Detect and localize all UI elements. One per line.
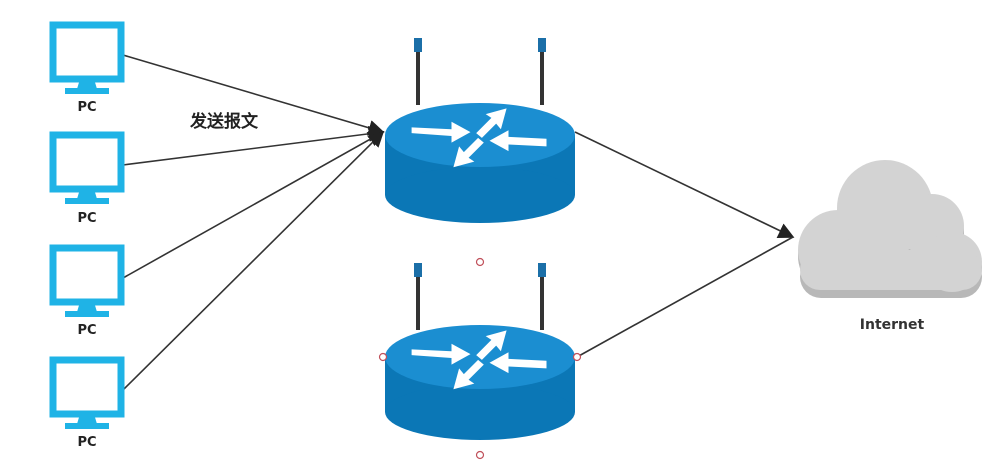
send-packet-label: 发送报文 (189, 111, 259, 132)
pc-1-label: PC (77, 100, 96, 115)
handle-left[interactable] (378, 352, 388, 362)
pc-1 (53, 25, 121, 94)
cloud-icon (798, 160, 982, 298)
monitor-icon (53, 248, 121, 317)
internet-links (574, 131, 795, 358)
pc-2 (53, 135, 121, 204)
internet-cloud (798, 160, 982, 298)
link-pc2-router1 (122, 125, 385, 166)
internet-label: Internet (860, 317, 925, 333)
handle-top[interactable] (475, 257, 485, 267)
handle-bottom[interactable] (475, 450, 485, 460)
link-router2-internet (576, 236, 794, 358)
selection-handles[interactable] (378, 257, 582, 460)
pc-links (122, 54, 385, 391)
pc-4-label: PC (77, 435, 96, 450)
monitor-icon (53, 135, 121, 204)
link-pc4-router1 (122, 130, 385, 391)
pc-3-label: PC (77, 323, 96, 338)
handle-right[interactable] (572, 352, 582, 362)
router-2[interactable] (385, 263, 575, 440)
router-1 (385, 38, 575, 223)
monitor-icon (53, 25, 121, 94)
monitor-icon (53, 360, 121, 429)
pc-2-label: PC (77, 211, 96, 226)
link-pc3-router1 (122, 131, 385, 279)
link-router1-internet (574, 131, 795, 238)
pc-3 (53, 248, 121, 317)
pc-4 (53, 360, 121, 429)
link-pc1-router1 (122, 54, 385, 136)
